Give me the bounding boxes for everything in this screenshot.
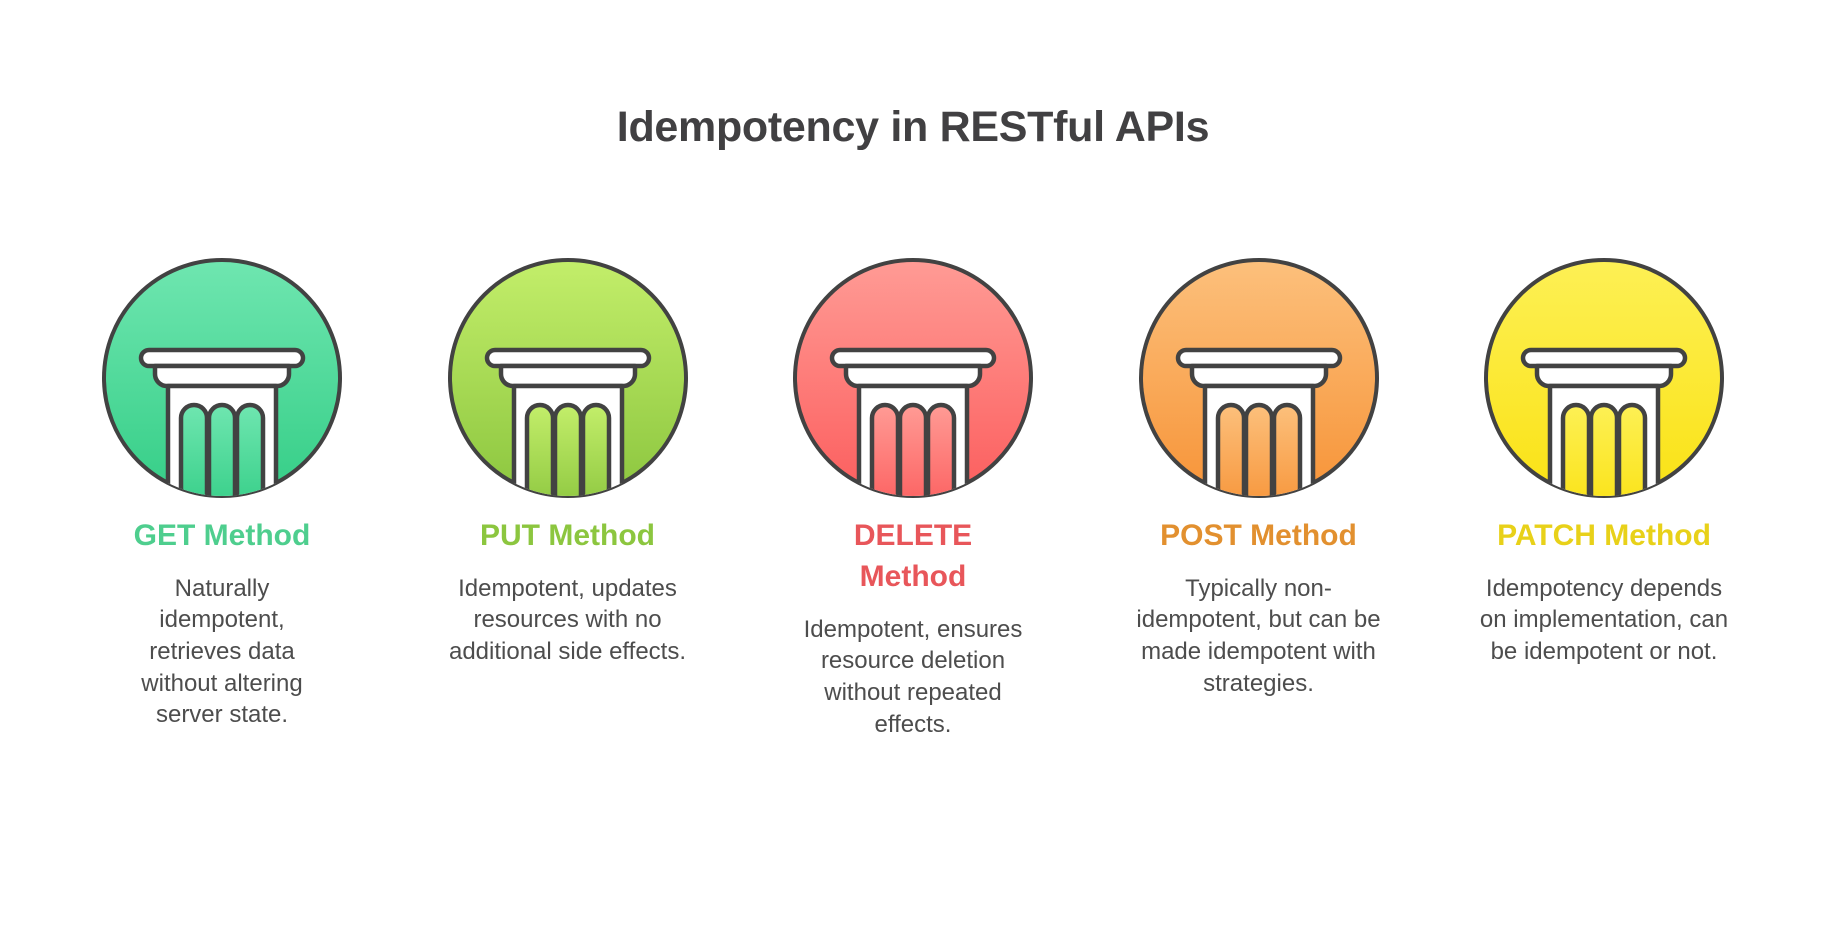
method-title: PATCH Method [1497,519,1711,552]
method-description: Typically non-idempotent, but can be mad… [1136,574,1381,697]
pillar-icon [102,258,342,498]
method-description: Naturally idempotent, retrieves data wit… [141,574,303,729]
pillar-icon [1138,258,1379,498]
method-title: POST Method [1160,519,1357,552]
method-card-delete[interactable]: DELETE Method Idempotent, ensures resour… [779,258,1047,740]
method-description: Idempotent, updates resources with no ad… [448,574,687,666]
method-description: Idempotency depends on implementation, c… [1479,574,1729,666]
method-card-get[interactable]: GET Method Naturally idempotent, retriev… [88,258,356,731]
pillar-icon [793,258,1033,498]
method-title: PUT Method [480,519,655,552]
method-title: GET Method [133,519,311,552]
method-card-patch[interactable]: PATCH Method Idempotency depends on impl… [1470,258,1738,668]
method-title: DELETE Method [853,519,973,593]
method-description: Idempotent, ensures resource deletion wi… [803,615,1023,738]
method-card-post[interactable]: POST Method Typically non-idempotent, bu… [1125,258,1393,699]
method-card-row: GET Method Naturally idempotent, retriev… [88,258,1738,740]
method-card-put[interactable]: PUT Method Idempotent, updates resources… [434,258,702,668]
page-title: Idempotency in RESTful APIs [616,103,1210,151]
pillar-icon [447,258,688,498]
pillar-icon [1484,258,1724,498]
